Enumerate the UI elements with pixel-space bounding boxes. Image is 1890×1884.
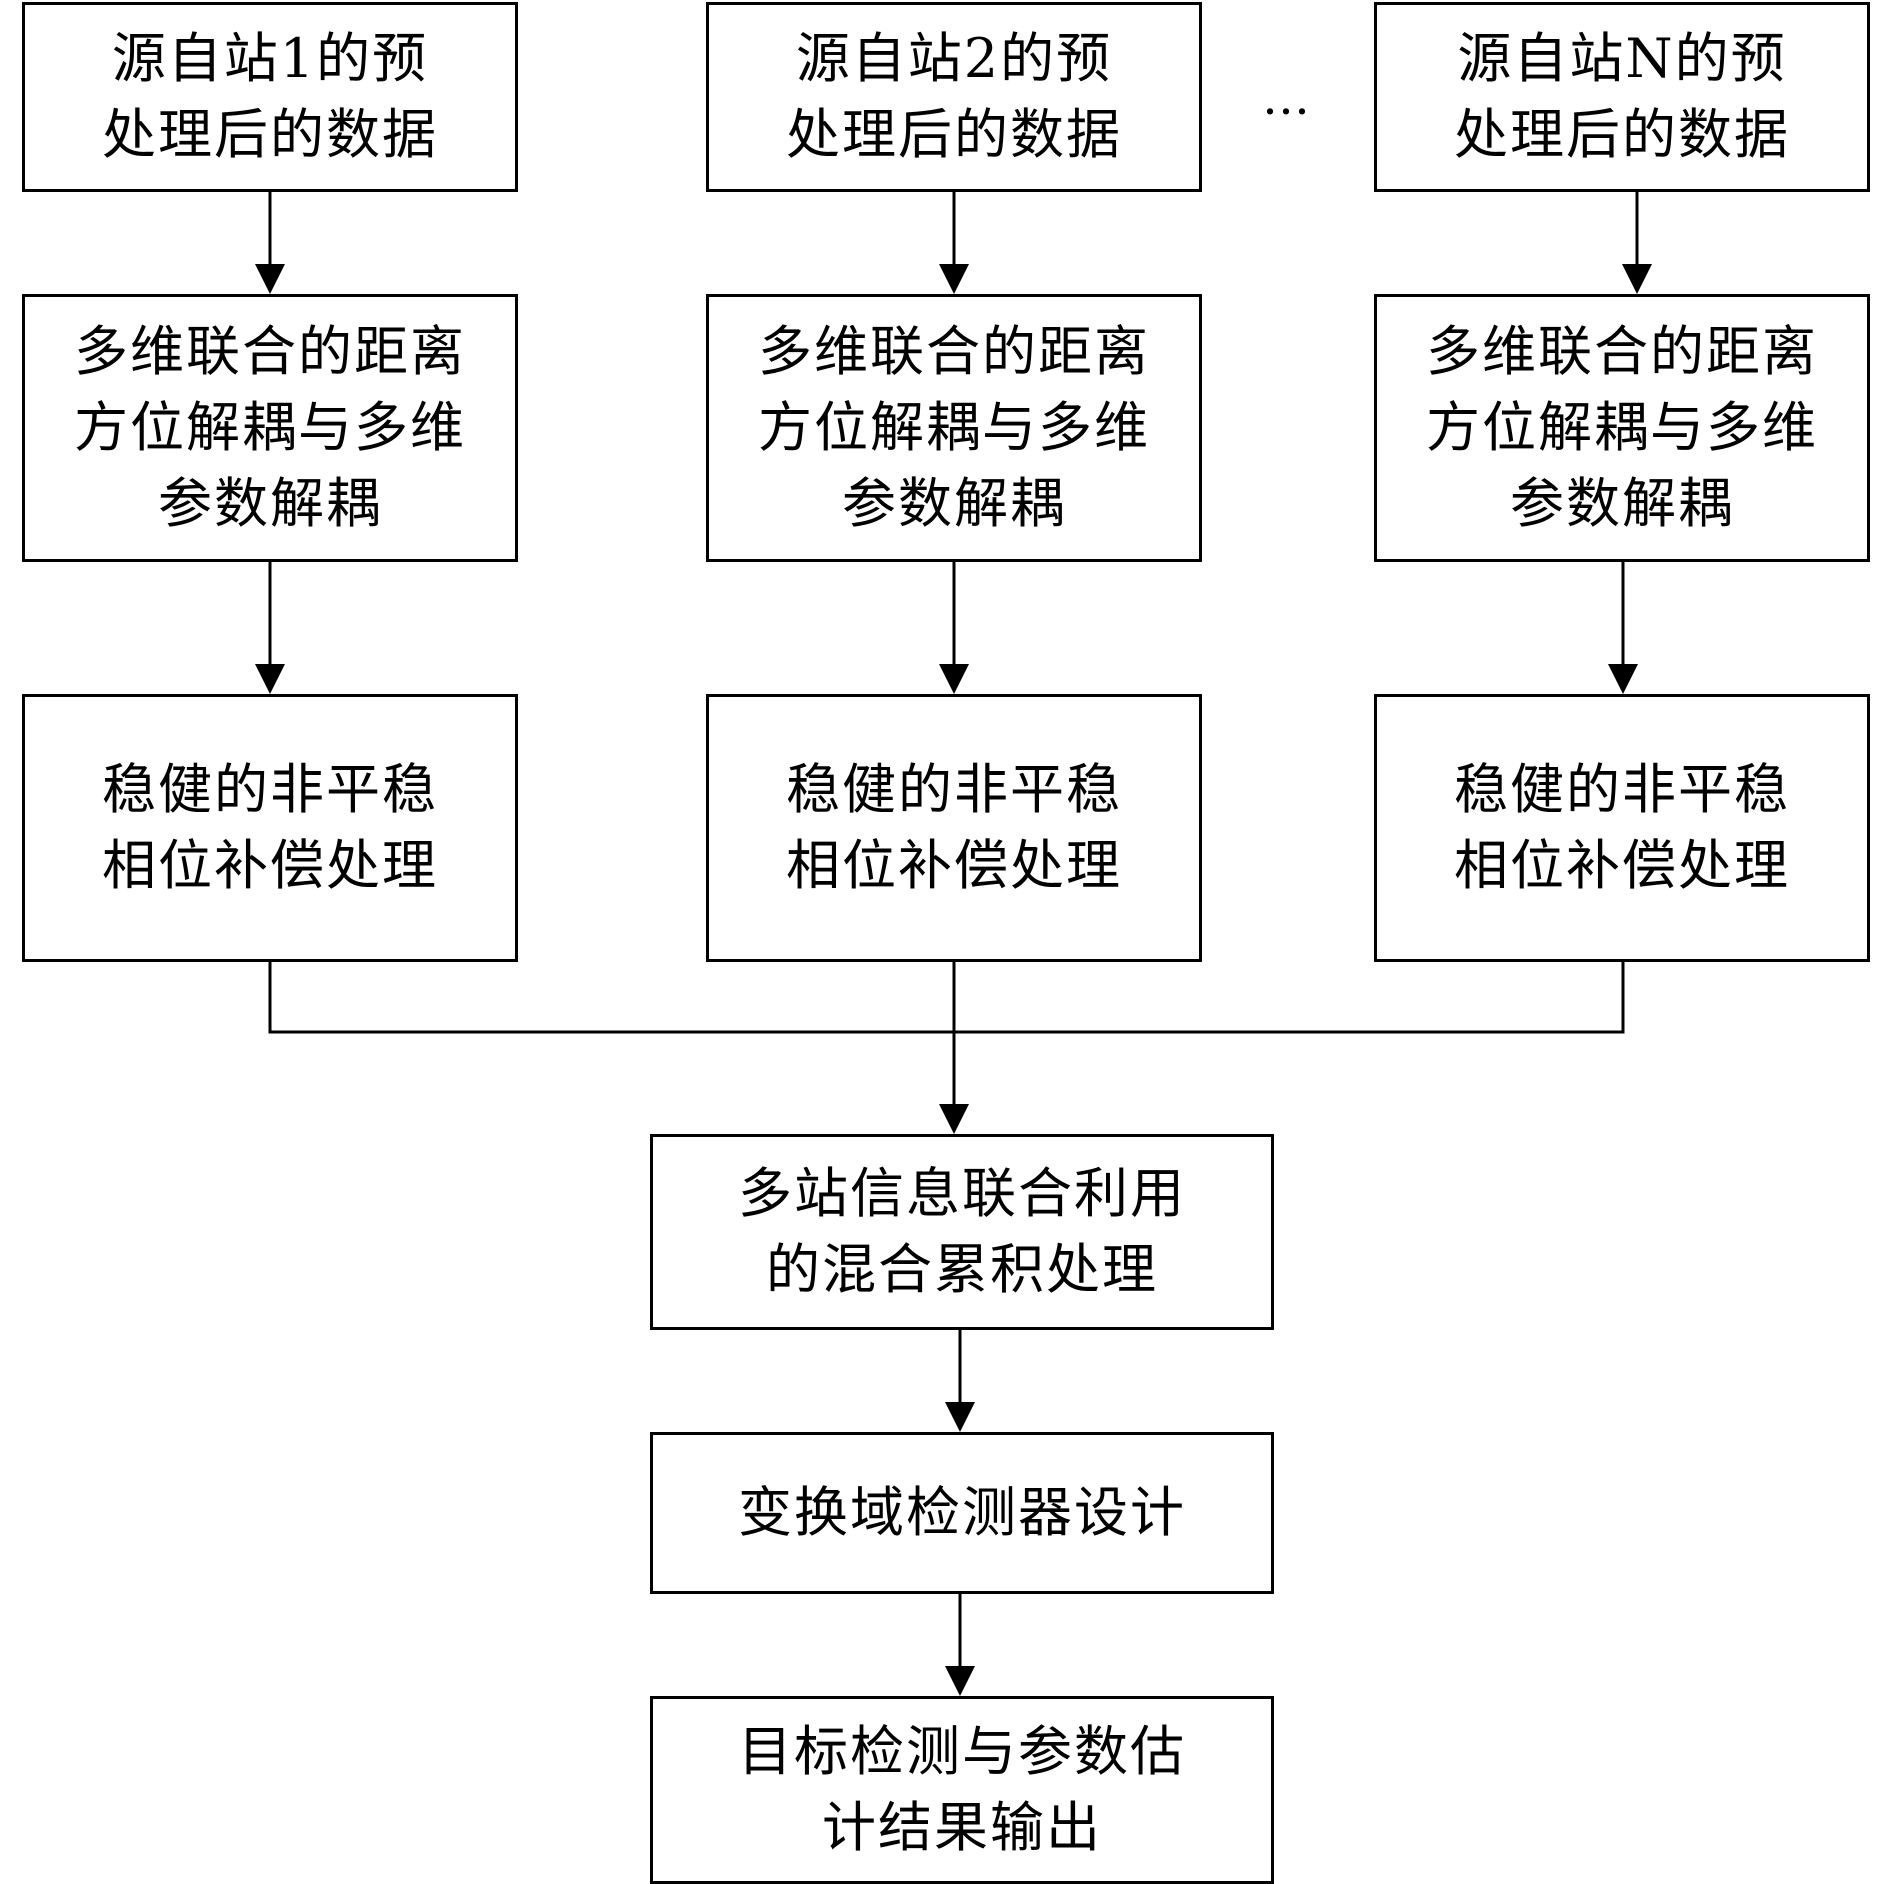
station-2-phase-line-1: 稳健的非平稳: [786, 758, 1122, 821]
station-1-phase-box: 稳健的非平稳 相位补偿处理: [22, 694, 518, 962]
output-line-1: 目标检测与参数估: [738, 1720, 1186, 1783]
station-1-decoupling-box: 多维联合的距离 方位解耦与多维 参数解耦: [22, 294, 518, 562]
fusion-line-1: 多站信息联合利用: [738, 1162, 1186, 1225]
station-n-phase-line-1: 稳健的非平稳: [1454, 758, 1790, 821]
result-output-box: 目标检测与参数估 计结果输出: [650, 1696, 1274, 1884]
station-1-decoupling-line-3: 参数解耦: [158, 472, 382, 535]
station-2-decoupling-line-3: 参数解耦: [842, 472, 1066, 535]
fusion-box: 多站信息联合利用 的混合累积处理: [650, 1134, 1274, 1330]
station-n-decoupling-box: 多维联合的距离 方位解耦与多维 参数解耦: [1374, 294, 1870, 562]
station-1-phase-line-1: 稳健的非平稳: [102, 758, 438, 821]
station-1-phase-line-2: 相位补偿处理: [102, 834, 438, 897]
station-n-decoupling-line-1: 多维联合的距离: [1426, 320, 1818, 383]
ellipsis-more-stations: …: [1262, 70, 1314, 126]
station-2-source-box: 源自站2的预 处理后的数据: [706, 2, 1202, 192]
station-2-source-line-2: 处理后的数据: [786, 103, 1122, 166]
station-2-phase-line-2: 相位补偿处理: [786, 834, 1122, 897]
station-1-source-box: 源自站1的预 处理后的数据: [22, 2, 518, 192]
station-n-source-box: 源自站N的预 处理后的数据: [1374, 2, 1870, 192]
station-n-source-line-2: 处理后的数据: [1454, 103, 1790, 166]
station-n-phase-line-2: 相位补偿处理: [1454, 834, 1790, 897]
station-2-decoupling-line-2: 方位解耦与多维: [758, 396, 1150, 459]
station-1-decoupling-line-2: 方位解耦与多维: [74, 396, 466, 459]
station-n-source-line-1: 源自站N的预: [1457, 27, 1787, 90]
merge-bus: [268, 954, 1625, 1034]
station-1-source-line-1: 源自站1的预: [111, 27, 429, 90]
station-2-decoupling-box: 多维联合的距离 方位解耦与多维 参数解耦: [706, 294, 1202, 562]
station-2-phase-box: 稳健的非平稳 相位补偿处理: [706, 694, 1202, 962]
station-n-decoupling-line-3: 参数解耦: [1510, 472, 1734, 535]
station-2-decoupling-line-1: 多维联合的距离: [758, 320, 1150, 383]
output-line-2: 计结果输出: [822, 1796, 1102, 1859]
fusion-line-2: 的混合累积处理: [766, 1238, 1158, 1301]
station-1-decoupling-line-1: 多维联合的距离: [74, 320, 466, 383]
station-1-source-line-2: 处理后的数据: [102, 103, 438, 166]
detector-line-1: 变换域检测器设计: [738, 1481, 1186, 1544]
detector-design-box: 变换域检测器设计: [650, 1432, 1274, 1594]
station-n-phase-box: 稳健的非平稳 相位补偿处理: [1374, 694, 1870, 962]
station-n-decoupling-line-2: 方位解耦与多维: [1426, 396, 1818, 459]
station-2-source-line-1: 源自站2的预: [795, 27, 1113, 90]
